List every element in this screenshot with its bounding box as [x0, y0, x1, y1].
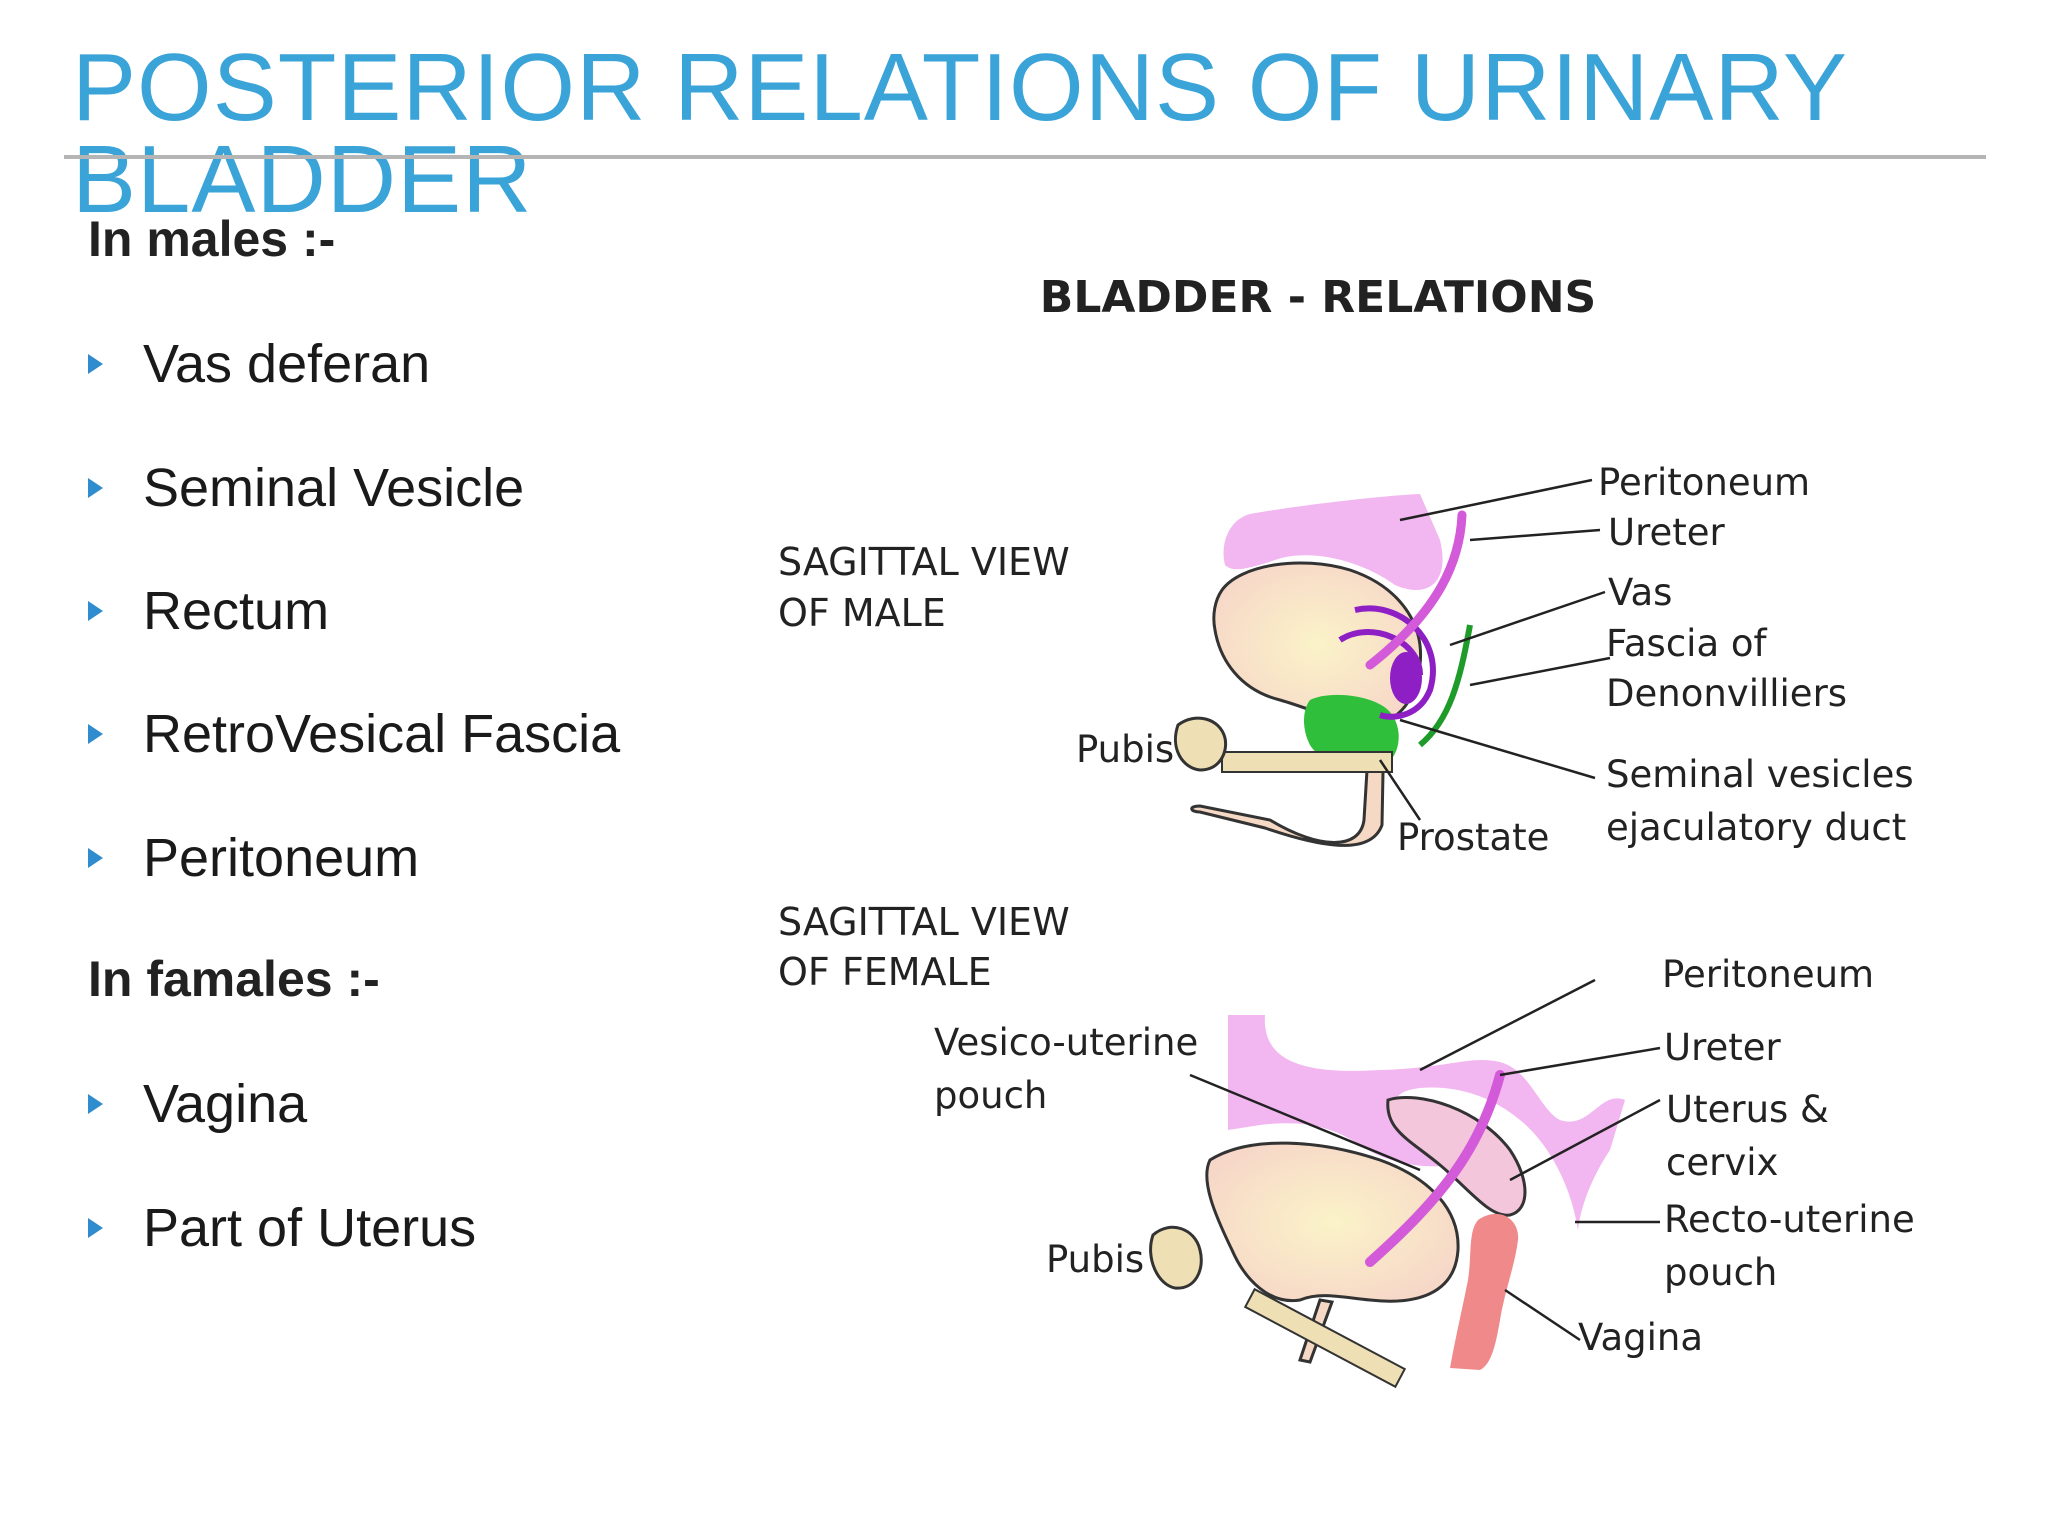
- bullet-arrow-icon: [88, 1218, 103, 1238]
- females-heading: In famales :-: [88, 951, 380, 1007]
- recto-uterine-label-line1: Recto-uterine: [1664, 1198, 1915, 1241]
- figure-title: BLADDER - RELATIONS: [1040, 272, 1596, 323]
- male-urethra: [1190, 719, 1386, 847]
- bullet-arrow-icon: [88, 1094, 103, 1114]
- female-leader-lines: [1189, 978, 1661, 1342]
- male-ureter-label: Ureter: [1608, 511, 1726, 554]
- bladder-relations-figure: BLADDER - RELATIONS SAGITTAL VIEW OF MAL…: [720, 170, 2010, 1430]
- fascia-of-denonvilliers-line: [1418, 624, 1473, 748]
- seminal-vesicles-label-line1: Seminal vesicles: [1606, 753, 1914, 796]
- male-ureter-line: [1365, 510, 1467, 670]
- male-leader-lines: [1378, 478, 1611, 821]
- bullet-item: Vas deferan: [88, 333, 430, 395]
- seminal-vesicles-label-line2: ejaculatory duct: [1606, 806, 1906, 849]
- uterus-shape: [1386, 1095, 1527, 1217]
- female-bladder-shape: [1205, 1141, 1460, 1303]
- bullet-text: Peritoneum: [143, 828, 420, 888]
- female-view-label-line2: OF FEMALE: [778, 950, 992, 994]
- uterus-label-line1: Uterus &: [1666, 1088, 1829, 1131]
- prostate-label: Prostate: [1397, 816, 1549, 859]
- vas-label: Vas: [1608, 571, 1672, 614]
- males-heading: In males :-: [88, 211, 336, 267]
- bullet-text: RetroVesical Fascia: [143, 704, 621, 764]
- bullet-item: Rectum: [88, 580, 329, 642]
- female-pubic-ligament: [1243, 1287, 1407, 1389]
- bullet-arrow-icon: [88, 601, 103, 621]
- bullet-item: Peritoneum: [88, 827, 419, 889]
- bullet-item: Seminal Vesicle: [88, 457, 524, 519]
- fascia-label-line1: Fascia of: [1606, 622, 1768, 665]
- male-pubic-ligament: [1221, 751, 1393, 773]
- male-section: Peritoneum Ureter Vas Fascia of Denonvil…: [1076, 461, 1914, 859]
- male-view-label-line2: OF MALE: [778, 591, 946, 635]
- bullet-arrow-icon: [88, 724, 103, 744]
- female-ureter-line: [1365, 1070, 1505, 1267]
- male-pubis-label: Pubis: [1076, 728, 1174, 771]
- female-ureter-label: Ureter: [1664, 1026, 1782, 1069]
- male-view-label-line1: SAGITTAL VIEW: [778, 540, 1070, 584]
- bullet-item: RetroVesical Fascia: [88, 703, 620, 765]
- female-peritoneum-label: Peritoneum: [1662, 953, 1874, 996]
- vesico-uterine-label-line2: pouch: [934, 1074, 1047, 1117]
- fascia-label-line2: Denonvilliers: [1606, 672, 1847, 715]
- title-divider: [64, 155, 1986, 159]
- bullet-text: Vas deferan: [143, 334, 431, 394]
- bullet-arrow-icon: [88, 848, 103, 868]
- bullet-item: Vagina: [88, 1073, 307, 1135]
- male-peritoneum-label: Peritoneum: [1598, 461, 1810, 504]
- bullet-arrow-icon: [88, 354, 103, 374]
- female-view-label-line1: SAGITTAL VIEW: [778, 900, 1070, 944]
- female-section: Peritoneum Ureter Uterus & cervix Recto-…: [934, 953, 1915, 1389]
- vagina-shape: [1450, 1213, 1519, 1370]
- bullet-text: Rectum: [143, 581, 330, 641]
- anatomy-diagram: BLADDER - RELATIONS SAGITTAL VIEW OF MAL…: [778, 272, 1915, 1389]
- bullet-text: Vagina: [143, 1074, 308, 1134]
- male-pubis-bone: [1173, 716, 1228, 772]
- bullet-item: Part of Uterus: [88, 1197, 476, 1259]
- female-pubis-label: Pubis: [1046, 1238, 1144, 1281]
- female-pubis-bone: [1149, 1225, 1203, 1290]
- male-peritoneum-shape: [1223, 494, 1443, 590]
- seminal-vesicle-shape: [1390, 652, 1422, 704]
- bullet-arrow-icon: [88, 478, 103, 498]
- vesico-uterine-label-line1: Vesico-uterine: [934, 1021, 1198, 1064]
- uterus-label-line2: cervix: [1666, 1141, 1778, 1184]
- slide-title: POSTERIOR RELATIONS OF URINARY BLADDER: [72, 34, 1847, 233]
- vagina-label: Vagina: [1578, 1316, 1703, 1359]
- recto-uterine-label-line2: pouch: [1664, 1251, 1777, 1294]
- bullet-text: Part of Uterus: [143, 1198, 477, 1258]
- bullet-text: Seminal Vesicle: [143, 458, 525, 518]
